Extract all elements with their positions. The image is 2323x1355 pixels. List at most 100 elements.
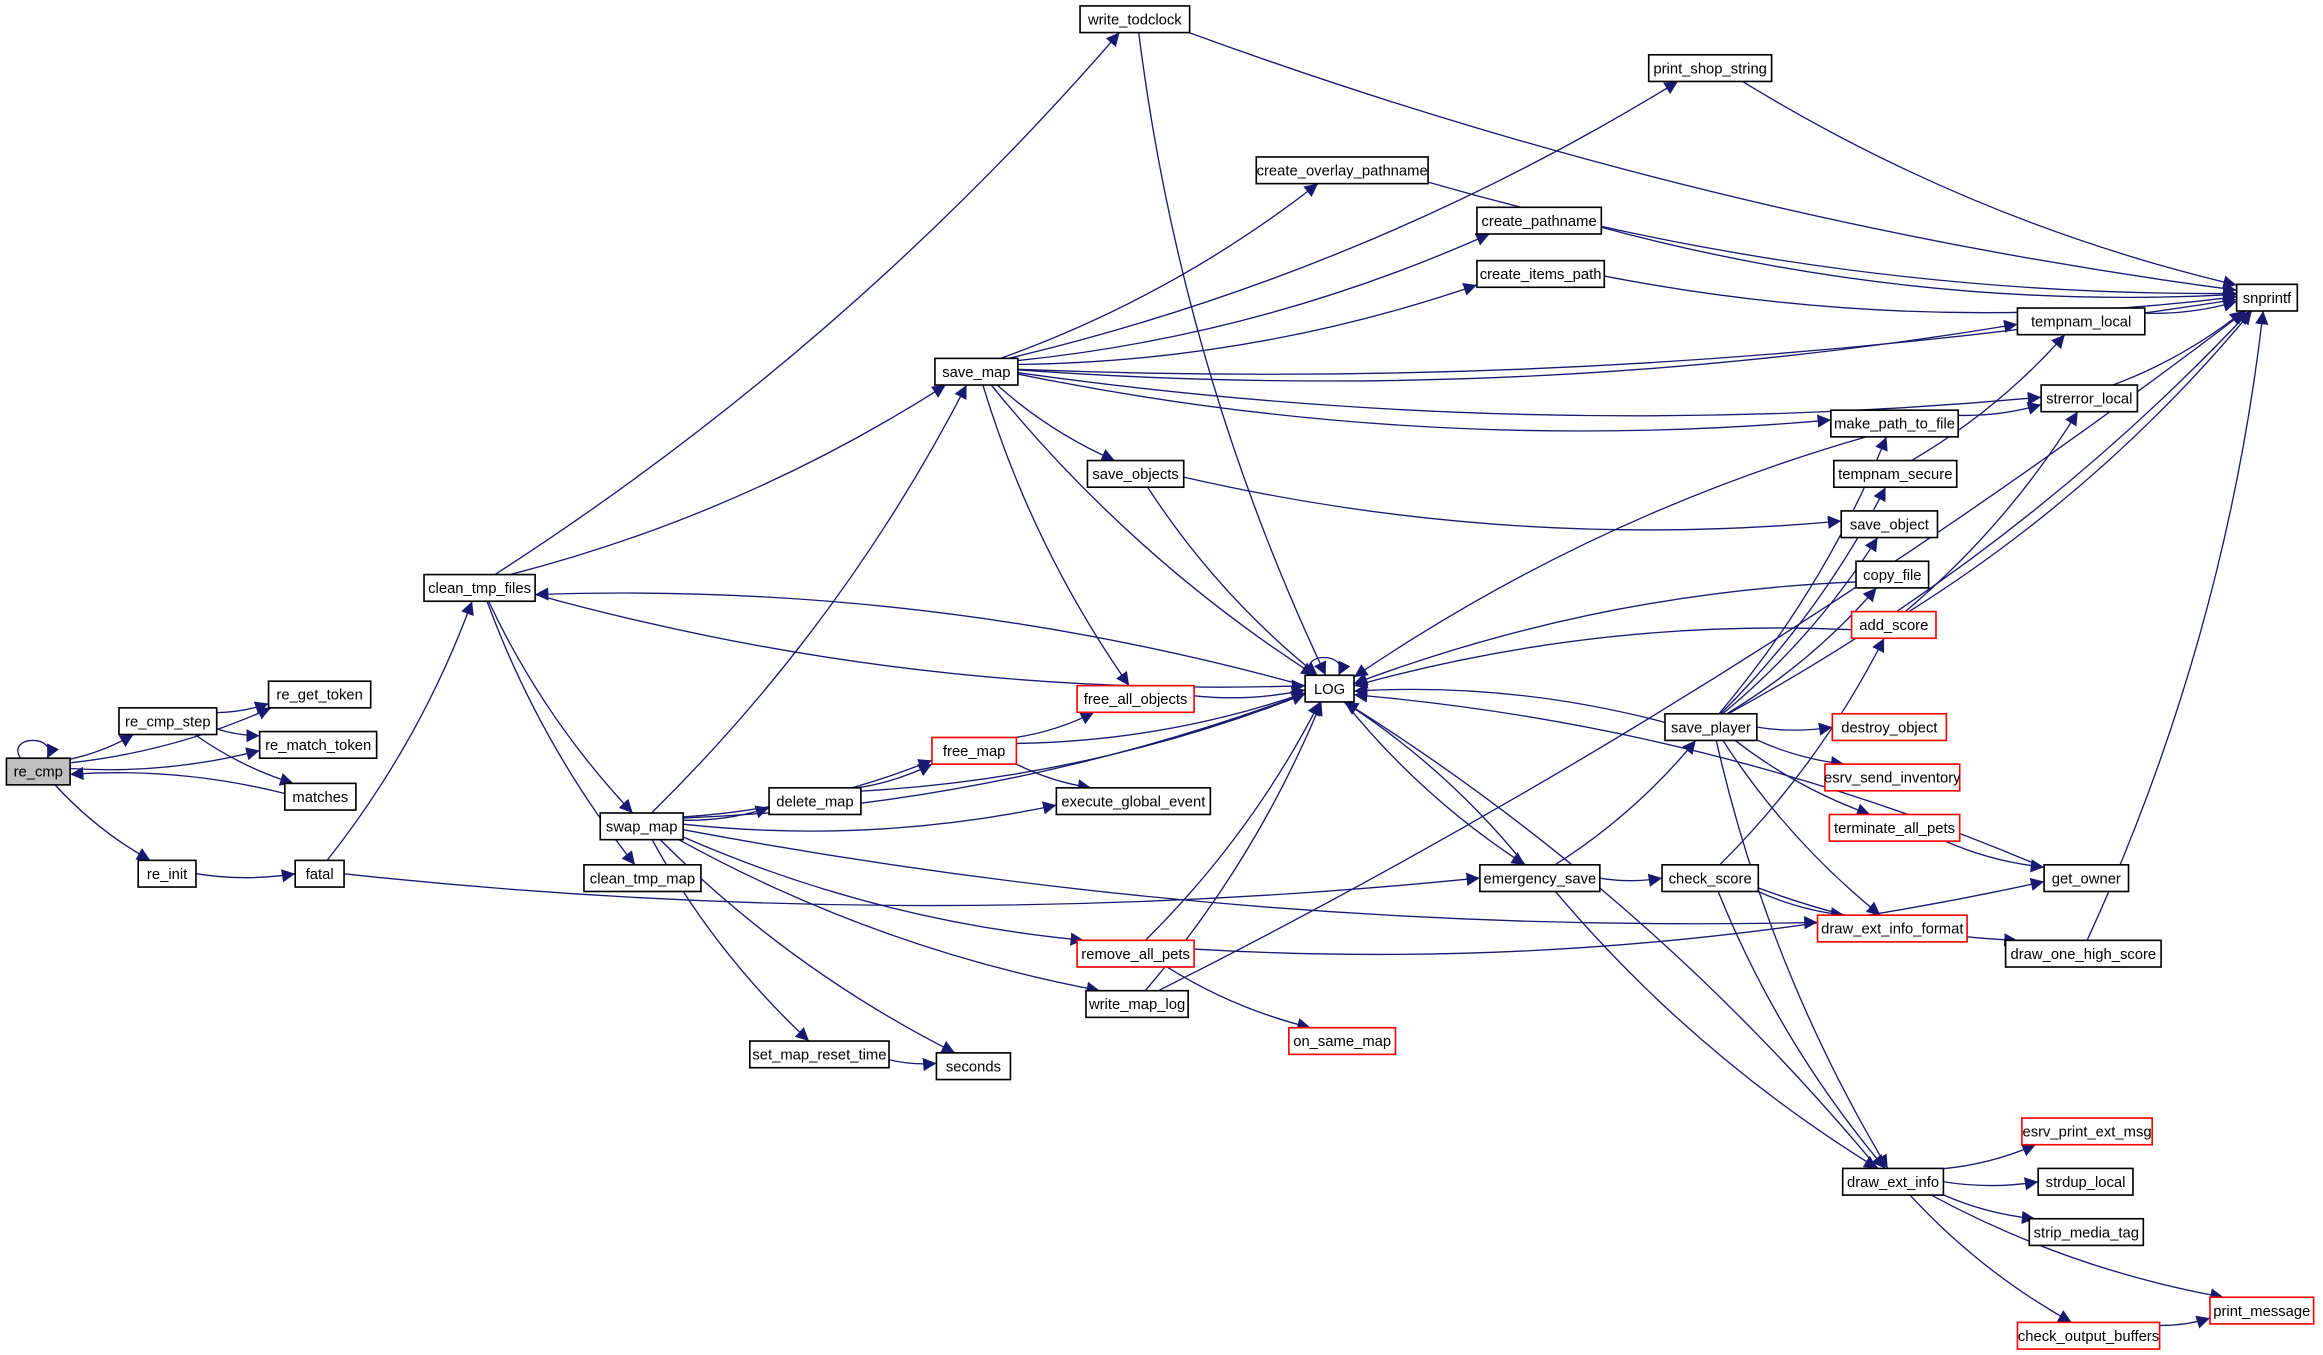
node-delete-map[interactable]: delete_map xyxy=(768,787,862,816)
node-copy-file[interactable]: copy_file xyxy=(1855,560,1930,589)
node-check-score[interactable]: check_score xyxy=(1661,864,1760,893)
edge-delete-map-to-free-map xyxy=(857,763,933,789)
node-esrv-print-ext-msg[interactable]: esrv_print_ext_msg xyxy=(2021,1117,2154,1146)
node-label: set_map_reset_time xyxy=(752,1048,886,1064)
edge-save-map-to-make-path-to-file xyxy=(1017,373,1831,432)
node-execute-global-event[interactable]: execute_global_event xyxy=(1055,787,1212,816)
node-label: check_output_buffers xyxy=(2018,1329,2159,1345)
edge-free-map-to-execute-global-event xyxy=(1016,763,1092,793)
node-re-get-token[interactable]: re_get_token xyxy=(267,680,372,709)
node-label: free_all_objects xyxy=(1084,692,1188,708)
node-make-path-to-file[interactable]: make_path_to_file xyxy=(1830,409,1960,438)
node-box xyxy=(137,859,197,888)
node-set-map-reset-time[interactable]: set_map_reset_time xyxy=(749,1040,890,1069)
node-create-overlay-pathname[interactable]: create_overlay_pathname xyxy=(1255,156,1429,185)
node-save-objects[interactable]: save_objects xyxy=(1086,459,1185,489)
node-free-all-objects[interactable]: free_all_objects xyxy=(1076,684,1195,714)
node-seconds[interactable]: seconds xyxy=(935,1052,1012,1081)
edge-write-todclock-to-snprintf xyxy=(1188,31,2237,296)
node-label: write_todclock xyxy=(1087,12,1182,28)
node-on-same-map[interactable]: on_same_map xyxy=(1288,1026,1397,1056)
node-box xyxy=(1816,914,1968,943)
edge-swap-map-to-write-map-log xyxy=(678,839,1101,995)
edge-add-score-to-LOG xyxy=(1353,627,1852,689)
node-label: re_get_token xyxy=(276,688,362,704)
edge-save-player-to-terminate-all-pets xyxy=(1734,739,1871,817)
edge-emergency-save-to-LOG xyxy=(1344,701,1526,866)
node-draw-ext-info-format[interactable]: draw_ext_info_format xyxy=(1816,914,1968,943)
node-fatal[interactable]: fatal xyxy=(294,859,345,888)
node-strdup-local[interactable]: strdup_local xyxy=(2037,1167,2134,1196)
node-get-owner[interactable]: get_owner xyxy=(2043,864,2130,893)
node-esrv-send-inventory[interactable]: esrv_send_inventory xyxy=(1824,763,1961,792)
node-box xyxy=(118,707,218,736)
edge-draw-one-high-score-to-snprintf xyxy=(2086,310,2269,941)
node-snprintf[interactable]: snprintf xyxy=(2235,283,2299,312)
edge-re-cmp-to-re-cmp xyxy=(17,739,60,759)
node-re-cmp[interactable]: re_cmp xyxy=(5,757,71,786)
node-label: copy_file xyxy=(1863,568,1921,584)
node-LOG[interactable]: LOG xyxy=(1304,674,1355,703)
node-clean-tmp-files[interactable]: clean_tmp_files xyxy=(423,573,536,603)
node-box xyxy=(5,757,71,786)
node-create-pathname[interactable]: create_pathname xyxy=(1476,206,1603,235)
edge-save-player-to-LOG xyxy=(1353,683,1666,724)
node-strerror-local[interactable]: strerror_local xyxy=(2040,384,2139,413)
node-tempnam-local[interactable]: tempnam_local xyxy=(2016,307,2146,336)
node-draw-one-high-score[interactable]: draw_one_high_score xyxy=(2004,939,2162,968)
node-label: delete_map xyxy=(776,794,853,810)
node-box xyxy=(1304,674,1355,703)
edge-re-init-to-fatal xyxy=(195,869,296,883)
node-tempnam-secure[interactable]: tempnam_secure xyxy=(1833,459,1958,489)
node-save-object[interactable]: save_object xyxy=(1840,510,1939,539)
edge-make-path-to-file-to-strerror-local xyxy=(1958,401,2042,417)
node-terminate-all-pets[interactable]: terminate_all_pets xyxy=(1828,813,1961,842)
node-box xyxy=(768,787,862,816)
node-write-todclock[interactable]: write_todclock xyxy=(1079,5,1191,34)
node-clean-tmp-map[interactable]: clean_tmp_map xyxy=(583,864,702,893)
node-check-output-buffers[interactable]: check_output_buffers xyxy=(2016,1321,2161,1350)
node-save-map[interactable]: save_map xyxy=(934,357,1019,386)
node-box xyxy=(1855,560,1930,589)
node-draw-ext-info[interactable]: draw_ext_info xyxy=(1841,1167,1945,1196)
node-box xyxy=(934,357,1019,386)
edge-LOG-to-emergency-save xyxy=(1343,701,1526,866)
node-print-message[interactable]: print_message xyxy=(2209,1296,2315,1325)
node-remove-all-pets[interactable]: remove_all_pets xyxy=(1076,939,1195,968)
node-box xyxy=(267,680,372,709)
edge-draw-ext-info-to-print-message xyxy=(1930,1194,2224,1302)
node-box xyxy=(1830,409,1960,438)
node-box xyxy=(1288,1026,1397,1056)
edge-write-map-log-to-snprintf xyxy=(1158,310,2247,992)
node-write-map-log[interactable]: write_map_log xyxy=(1085,989,1189,1019)
edge-re-cmp-to-re-init xyxy=(54,784,151,861)
node-emergency-save[interactable]: emergency_save xyxy=(1479,864,1601,893)
node-save-player[interactable]: save_player xyxy=(1664,712,1758,742)
node-re-match-token[interactable]: re_match_token xyxy=(258,730,378,760)
edge-check-score-to-draw-ext-info-format xyxy=(1758,890,1845,921)
edge-tempnam-local-to-snprintf xyxy=(2144,298,2237,315)
node-matches[interactable]: matches xyxy=(284,782,357,811)
node-label: re_init xyxy=(147,867,187,883)
edge-add-score-to-strerror-local xyxy=(1904,411,2079,613)
node-re-cmp-step[interactable]: re_cmp_step xyxy=(118,707,218,736)
node-re-init[interactable]: re_init xyxy=(137,859,197,888)
edge-save-map-to-create-pathname xyxy=(1017,233,1490,362)
edge-tempnam-secure-to-tempnam-local xyxy=(1911,334,2066,462)
node-print-shop-string[interactable]: print_shop_string xyxy=(1647,53,1773,83)
node-label: strip_media_tag xyxy=(2034,1225,2139,1241)
edge-save-map-to-LOG xyxy=(990,384,1316,676)
node-destroy-object[interactable]: destroy_object xyxy=(1831,712,1948,742)
node-box xyxy=(1828,813,1961,842)
edge-swap-map-to-delete-map xyxy=(683,805,770,821)
node-swap-map[interactable]: swap_map xyxy=(599,812,684,841)
edge-print-shop-string-to-snprintf xyxy=(1742,80,2237,289)
edge-save-objects-to-save-object xyxy=(1183,476,1842,531)
node-strip-media-tag[interactable]: strip_media_tag xyxy=(2028,1217,2145,1247)
edge-remove-all-pets-to-get-owner xyxy=(1194,877,2045,956)
node-create-items-path[interactable]: create_items_path xyxy=(1476,259,1606,289)
node-free-map[interactable]: free_map xyxy=(931,736,1018,765)
node-label: re_cmp xyxy=(14,765,63,781)
node-add-score[interactable]: add_score xyxy=(1850,610,1937,640)
